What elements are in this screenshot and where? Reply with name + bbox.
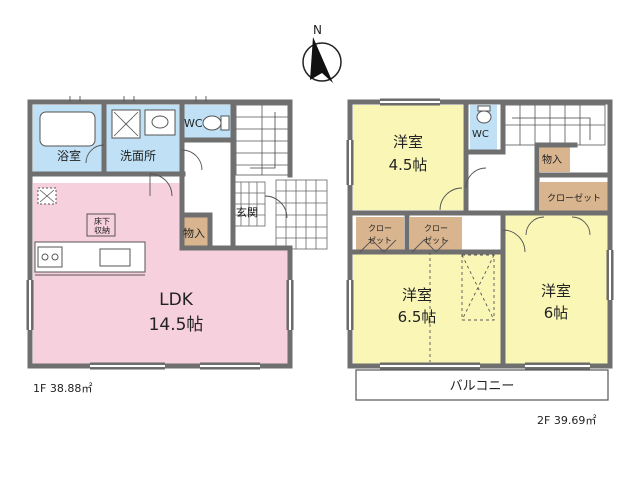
floor-2-plan: 洋室 4.5帖 洋室 6.5帖 洋室 6帖 WC 物入 クローゼット クロー ゼ… (346, 98, 614, 427)
closet-a-label-2: ゼット (368, 235, 392, 245)
room-b-floor (353, 252, 503, 364)
bathtub-icon (39, 111, 96, 147)
toilet-icon-1f (202, 115, 222, 131)
wc1-label: WC (184, 117, 203, 130)
floor-1-plan: 浴室 洗面所 WC 玄関 物入 床下 収納 LDK 14.5帖 1F 38.88… (26, 96, 328, 395)
underfloor-label-1: 床下 (94, 216, 110, 226)
entrance-label: 玄関 (236, 205, 258, 219)
ldk-floor (33, 183, 290, 364)
room-a-size-label: 4.5帖 (389, 156, 428, 174)
compass: N (302, 23, 342, 83)
room-c-label: 洋室 (541, 282, 571, 300)
doors-2f (359, 167, 591, 362)
balcony-label: バルコニー (450, 379, 515, 394)
bath-label: 浴室 (57, 148, 81, 163)
closet-b-label-1: クロー (424, 224, 448, 233)
washroom-label: 洗面所 (120, 149, 156, 163)
north-label: N (313, 23, 322, 37)
room-a-label: 洋室 (393, 133, 423, 151)
kitchen-sink-icon (99, 248, 131, 267)
ldk-label: LDK (159, 290, 194, 310)
north-arrow-icon (310, 37, 333, 83)
floor2-area-label: 2F 39.69㎡ (537, 414, 596, 427)
balcony (355, 369, 609, 401)
windows-2f (346, 98, 614, 370)
compass-circle (302, 42, 342, 82)
closet-c-floor (540, 182, 608, 212)
doors-1f (69, 96, 288, 219)
closet-b-label-2: ゼット (424, 235, 448, 245)
storage1-floor (181, 217, 210, 248)
storage2-floor (540, 145, 570, 172)
room-a-floor (353, 105, 463, 210)
room-c-floor (505, 215, 608, 364)
storage2-label: 物入 (542, 153, 562, 166)
underfloor-storage-box (86, 213, 116, 237)
stairs-2f (504, 104, 606, 146)
sink-icon (144, 109, 176, 136)
closet-a-label-1: クロー (368, 224, 392, 233)
windows-1f (26, 280, 294, 370)
underfloor-label-2: 収納 (94, 225, 110, 235)
room-b-size-label: 6.5帖 (398, 308, 437, 326)
stairs-1f (235, 104, 289, 176)
entrance-tiles (232, 179, 328, 250)
storage1-label: 物入 (183, 226, 205, 240)
room-c-size-label: 6帖 (544, 304, 569, 322)
toilet-icon-2f (476, 110, 492, 124)
walls-2f (347, 99, 613, 369)
closet-c-label: クローゼット (547, 192, 601, 204)
room-b-label: 洋室 (402, 286, 432, 304)
wc2-label: WC (472, 129, 489, 140)
closet-b-floor (410, 217, 462, 250)
floor1-area-label: 1F 38.88㎡ (33, 382, 92, 395)
stove-icon (37, 246, 63, 268)
closet-a-floor (356, 217, 404, 250)
ldk-size-label: 14.5帖 (149, 315, 204, 335)
